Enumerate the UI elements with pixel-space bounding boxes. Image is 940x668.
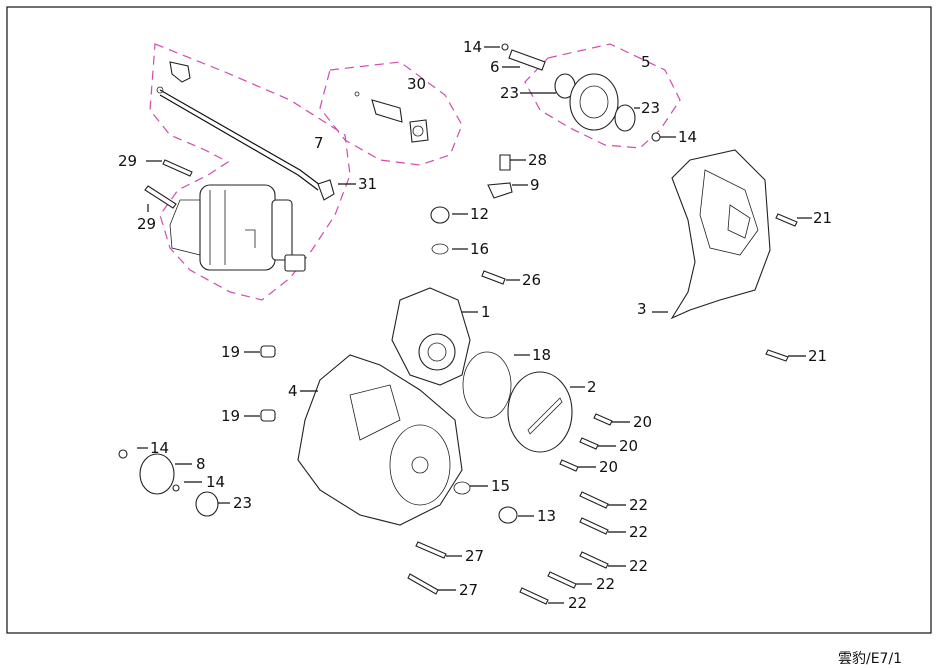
o-ring-18 bbox=[462, 351, 512, 419]
callout-21-upper: 21 bbox=[813, 209, 832, 227]
bracket-9 bbox=[487, 182, 513, 199]
bolt-20-b bbox=[579, 437, 599, 450]
bolt-20-a bbox=[593, 413, 613, 426]
callout-16: 16 bbox=[470, 240, 489, 258]
callout-18: 18 bbox=[532, 346, 551, 364]
callout-13: 13 bbox=[537, 507, 556, 525]
starter-motor bbox=[169, 184, 306, 272]
callout-20-a: 20 bbox=[633, 413, 652, 431]
leader-lines bbox=[137, 46, 812, 604]
callout-22-c: 22 bbox=[629, 557, 648, 575]
bolt-22-d bbox=[547, 571, 577, 589]
starter-kit-outline bbox=[149, 43, 351, 301]
gear-8-assembly bbox=[118, 449, 219, 517]
o-ring-16 bbox=[431, 243, 449, 255]
plug-12 bbox=[430, 206, 450, 224]
seal-13 bbox=[498, 506, 518, 524]
callout-15: 15 bbox=[491, 477, 510, 495]
callout-14-right: 14 bbox=[678, 128, 697, 146]
bolt-27-a bbox=[415, 541, 447, 559]
reference-code: 雲豹/E7/1 bbox=[838, 651, 902, 667]
callout-30: 30 bbox=[407, 75, 426, 93]
callout-23-lower: 23 bbox=[233, 494, 252, 512]
bolt-21-upper bbox=[775, 213, 798, 227]
bolt-22-e bbox=[519, 587, 549, 605]
callout-23-left: 23 bbox=[500, 84, 519, 102]
o-ring-15 bbox=[453, 481, 471, 495]
callout-21-lower: 21 bbox=[808, 347, 827, 365]
callout-31: 31 bbox=[358, 175, 377, 193]
callout-2: 2 bbox=[587, 378, 597, 396]
callout-19-upper: 19 bbox=[221, 343, 240, 361]
starter-cable bbox=[156, 61, 335, 201]
callout-27-a: 27 bbox=[465, 547, 484, 565]
crankcase-cover-4 bbox=[297, 354, 463, 526]
bolt-20-c bbox=[559, 459, 579, 472]
kit-30-parts bbox=[354, 91, 429, 143]
bolt-22-c bbox=[579, 551, 609, 569]
bolt-29-upper bbox=[162, 159, 193, 177]
gear-5-assembly bbox=[501, 43, 661, 142]
cover-cap-2 bbox=[507, 371, 573, 453]
callout-29-upper: 29 bbox=[118, 152, 137, 170]
bolt-26 bbox=[481, 270, 506, 285]
kit-30-outline bbox=[319, 61, 463, 166]
callout-14-left: 14 bbox=[150, 439, 169, 457]
callout-22-d: 22 bbox=[596, 575, 615, 593]
callout-5: 5 bbox=[641, 53, 651, 71]
callout-3: 3 bbox=[637, 300, 647, 318]
callout-14-top: 14 bbox=[463, 38, 482, 56]
bolt-28 bbox=[499, 154, 511, 171]
callout-22-a: 22 bbox=[629, 496, 648, 514]
callout-12: 12 bbox=[470, 205, 489, 223]
callout-29-lower: 29 bbox=[137, 215, 156, 233]
bolt-29-lower bbox=[144, 185, 177, 209]
callout-23-right: 23 bbox=[641, 99, 660, 117]
callout-19-lower: 19 bbox=[221, 407, 240, 425]
diagram-frame bbox=[6, 6, 932, 634]
cover-part-3 bbox=[670, 149, 771, 320]
callout-8: 8 bbox=[196, 455, 206, 473]
callout-6: 6 bbox=[490, 58, 500, 76]
cover-part-1 bbox=[391, 287, 471, 386]
callout-28: 28 bbox=[528, 151, 547, 169]
bolt-22-b bbox=[579, 517, 609, 535]
callout-14-lower: 14 bbox=[206, 473, 225, 491]
callout-9: 9 bbox=[530, 176, 540, 194]
callout-22-b: 22 bbox=[629, 523, 648, 541]
bolt-27-b bbox=[407, 573, 439, 595]
bolt-22-a bbox=[579, 491, 609, 509]
callout-4: 4 bbox=[288, 382, 298, 400]
callout-26: 26 bbox=[522, 271, 541, 289]
callout-20-c: 20 bbox=[599, 458, 618, 476]
callout-22-e: 22 bbox=[568, 594, 587, 612]
dowel-19-lower bbox=[260, 409, 276, 422]
callout-1: 1 bbox=[481, 303, 491, 321]
callout-7: 7 bbox=[314, 134, 324, 152]
callout-27-b: 27 bbox=[459, 581, 478, 599]
callout-20-b: 20 bbox=[619, 437, 638, 455]
bolt-21-lower bbox=[765, 349, 789, 362]
dowel-19-upper bbox=[260, 345, 276, 358]
